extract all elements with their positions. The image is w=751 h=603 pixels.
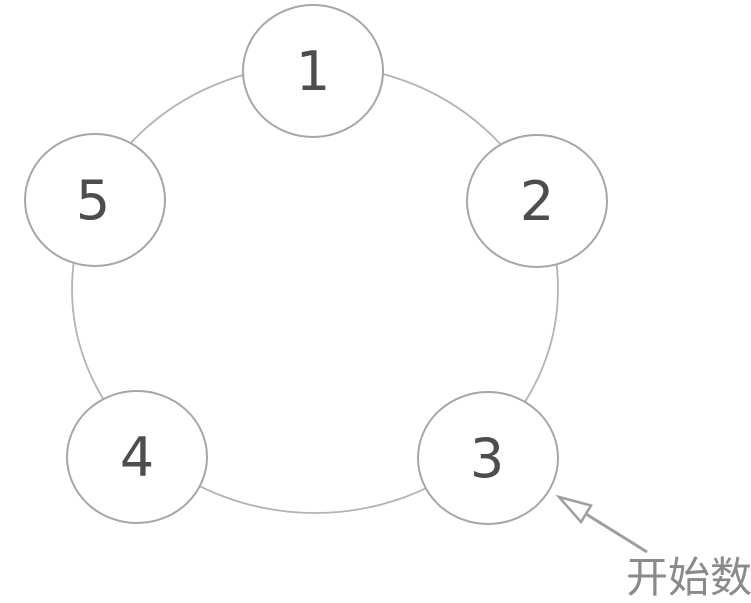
node-3-circle: [417, 391, 559, 525]
node-1: 1: [242, 4, 384, 138]
arrow-head-icon: [555, 494, 593, 525]
start-arrow: [555, 494, 648, 554]
node-4: 4: [66, 390, 208, 524]
node-3: 3: [417, 391, 559, 525]
start-label: 开始数: [626, 553, 751, 602]
node-2-circle: [466, 134, 608, 268]
node-3-label: 3: [470, 427, 504, 490]
node-5-label: 5: [76, 169, 110, 232]
node-2: 2: [466, 134, 608, 268]
node-5-circle: [24, 133, 166, 267]
node-2-label: 2: [520, 170, 554, 233]
node-1-circle: [242, 4, 384, 138]
node-4-circle: [66, 390, 208, 524]
node-5: 5: [24, 133, 166, 267]
node-1-label: 1: [296, 40, 330, 103]
arrow-shaft: [585, 512, 648, 554]
node-4-label: 4: [120, 426, 154, 489]
